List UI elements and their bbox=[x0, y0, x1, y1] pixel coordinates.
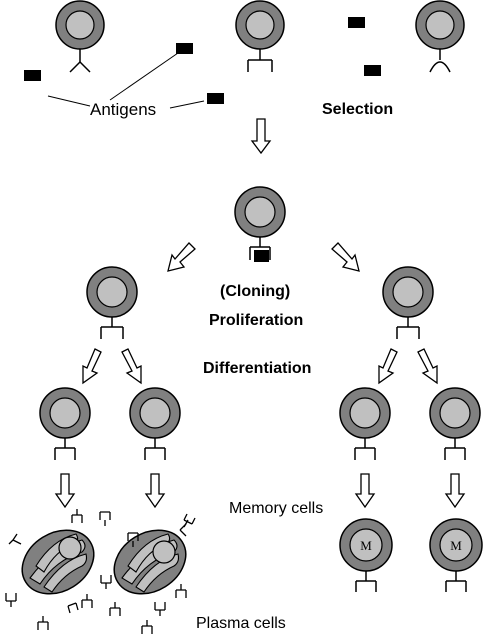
antigens bbox=[24, 17, 381, 104]
antigen bbox=[207, 93, 224, 104]
antibody bbox=[141, 620, 153, 634]
antibody bbox=[71, 509, 83, 523]
receptor-bracket bbox=[247, 49, 273, 72]
naive-cell-left bbox=[55, 0, 105, 73]
naive-cell-middle-selected bbox=[235, 0, 285, 72]
plasma-cell-left bbox=[21, 529, 95, 595]
antibody bbox=[154, 602, 166, 616]
diff-cell-2 bbox=[129, 387, 181, 460]
arrow-down-2 bbox=[144, 473, 166, 509]
receptor-arc bbox=[429, 49, 451, 73]
antibody bbox=[5, 593, 17, 607]
proliferating-cell-right bbox=[382, 266, 434, 339]
proliferation-label: Proliferation bbox=[209, 312, 303, 329]
antigen bbox=[176, 43, 193, 54]
proliferating-cell-left bbox=[86, 266, 138, 339]
antibody bbox=[99, 511, 111, 526]
differentiation-label: Differentiation bbox=[203, 360, 311, 377]
cloning-label: (Cloning) bbox=[220, 283, 290, 300]
antibody bbox=[67, 602, 79, 614]
bound-antigen bbox=[254, 250, 269, 262]
antigens-label: Antigens bbox=[90, 100, 156, 119]
plasma-cells-label: Plasma cells bbox=[196, 615, 286, 632]
secreted-antibodies bbox=[5, 509, 196, 634]
antibody bbox=[100, 575, 112, 589]
antibody bbox=[183, 513, 196, 528]
diff-cell-3 bbox=[339, 387, 391, 460]
antibody bbox=[37, 616, 49, 630]
antibody bbox=[109, 602, 121, 616]
arrow-split-lr bbox=[121, 348, 142, 385]
memory-marker: M bbox=[360, 538, 372, 553]
selected-cell bbox=[234, 186, 286, 262]
receptor-y bbox=[69, 49, 91, 73]
arrow-down-selection bbox=[250, 118, 272, 155]
antibody bbox=[127, 532, 139, 547]
memory-cell-left: M bbox=[339, 518, 393, 592]
arrow-split-ll bbox=[82, 348, 102, 385]
antibody bbox=[175, 584, 187, 598]
arrow-down-1 bbox=[54, 473, 76, 509]
diff-cell-4 bbox=[429, 387, 481, 460]
memory-cell-right: M bbox=[429, 518, 483, 592]
arrow-down-4 bbox=[444, 473, 466, 509]
arrow-split-rr bbox=[417, 348, 438, 385]
diff-cell-1 bbox=[39, 387, 91, 460]
arrow-down-3 bbox=[354, 473, 376, 509]
memory-cells-label: Memory cells bbox=[229, 500, 323, 517]
antibody bbox=[179, 523, 187, 537]
antibody bbox=[8, 533, 22, 545]
arrow-diag-right bbox=[331, 242, 360, 272]
antigen bbox=[348, 17, 365, 28]
antigen bbox=[24, 70, 41, 81]
plasma-cell-right bbox=[113, 529, 187, 595]
naive-cell-right bbox=[415, 0, 465, 73]
memory-marker: M bbox=[450, 538, 462, 553]
antigens-pointers bbox=[47, 52, 205, 109]
antigen bbox=[364, 65, 381, 76]
selection-label: Selection bbox=[322, 101, 393, 118]
antibody bbox=[81, 594, 93, 608]
arrow-diag-left bbox=[167, 242, 196, 272]
arrow-split-rl bbox=[378, 348, 398, 385]
